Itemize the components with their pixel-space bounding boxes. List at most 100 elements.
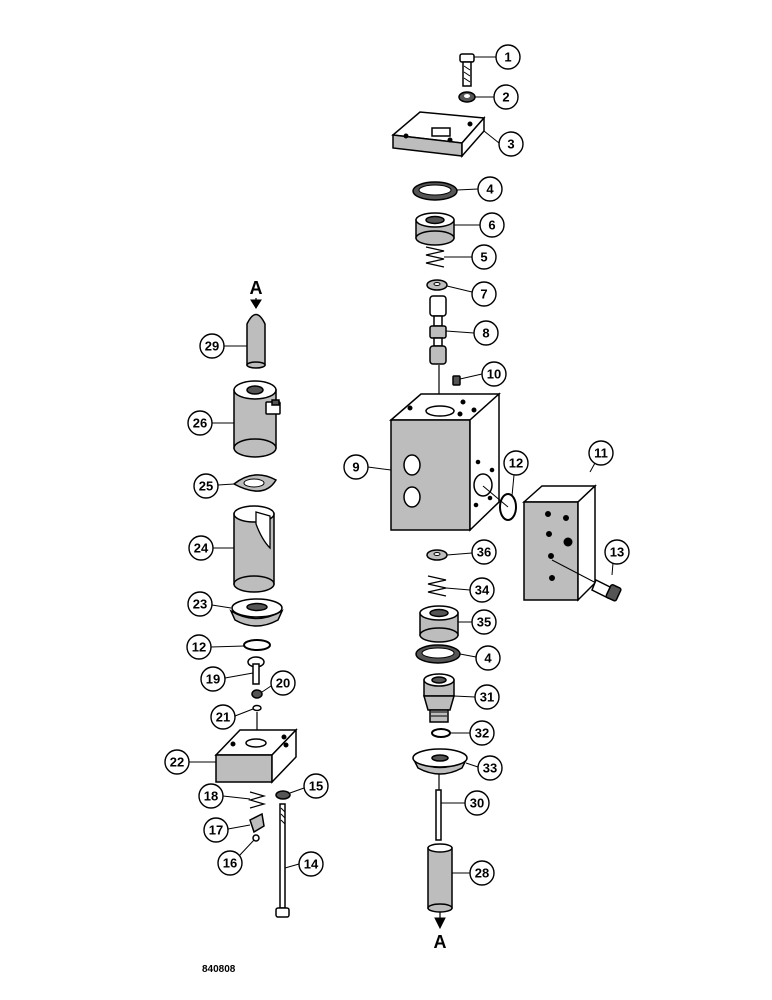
callout-18: 18 [198, 783, 224, 809]
callout-6: 6 [479, 212, 505, 238]
svg-text:23: 23 [193, 597, 207, 612]
callout-8: 8 [473, 320, 499, 346]
svg-text:12: 12 [509, 456, 523, 471]
part-7-washer [426, 279, 448, 291]
callout-34: 34 [469, 577, 495, 603]
part-34-spring [427, 575, 447, 597]
part-2-washer [458, 91, 476, 103]
part-33-cap [412, 748, 468, 775]
part-4-seal-ring-lower [415, 644, 461, 664]
callout-4-upper: 4 [477, 176, 503, 202]
part-16-ring [252, 834, 260, 842]
part-12-o-ring-right [482, 485, 517, 521]
svg-text:11: 11 [594, 446, 608, 461]
continuation-marker-bottom: A [434, 932, 447, 952]
part-25-wave-washer [232, 474, 278, 492]
svg-text:10: 10 [487, 367, 501, 382]
svg-text:19: 19 [206, 672, 220, 687]
callout-33: 33 [477, 755, 503, 781]
svg-text:30: 30 [470, 796, 484, 811]
svg-text:20: 20 [276, 676, 290, 691]
svg-text:34: 34 [475, 583, 490, 598]
part-3-cover-plate [391, 111, 486, 158]
part-36-washer [426, 549, 448, 561]
part-1-bolt [459, 53, 475, 87]
callout-23: 23 [187, 591, 213, 617]
part-6-bushing [415, 212, 455, 246]
svg-text:28: 28 [475, 866, 489, 881]
svg-text:2: 2 [502, 90, 509, 105]
callout-29: 29 [199, 333, 225, 359]
svg-text:14: 14 [304, 857, 319, 872]
svg-text:18: 18 [204, 789, 218, 804]
callout-5: 5 [471, 244, 497, 270]
callout-31: 31 [474, 684, 500, 710]
callout-21: 21 [210, 704, 236, 730]
callout-7: 7 [471, 281, 497, 307]
callout-3: 3 [498, 131, 524, 157]
part-23-cap [229, 598, 284, 627]
callout-12-right: 12 [503, 450, 529, 476]
svg-text:4: 4 [486, 182, 494, 197]
callout-11: 11 [588, 440, 614, 466]
svg-text:8: 8 [482, 326, 489, 341]
continuation-marker-top: A [250, 278, 263, 298]
svg-text:36: 36 [477, 545, 491, 560]
callout-1: 1 [495, 44, 521, 70]
part-17-plug [249, 812, 265, 834]
svg-text:17: 17 [209, 823, 223, 838]
callout-30: 30 [464, 790, 490, 816]
callout-25: 25 [193, 473, 219, 499]
part-5-spring [425, 246, 445, 268]
part-15-washer [275, 790, 291, 800]
svg-text:1: 1 [504, 50, 511, 65]
part-31-fitting [423, 673, 455, 723]
callout-13: 13 [604, 539, 630, 565]
callout-4-lower: 4 [475, 645, 501, 671]
part-19-plunger [247, 656, 265, 685]
svg-text:5: 5 [480, 250, 487, 265]
part-28-tube [427, 843, 453, 930]
callout-35: 35 [471, 609, 497, 635]
svg-text:24: 24 [194, 541, 209, 556]
callout-2: 2 [493, 84, 519, 110]
callout-15: 15 [303, 773, 329, 799]
part-30-pin [435, 789, 442, 841]
svg-text:33: 33 [483, 761, 497, 776]
part-11-side-plate [522, 484, 597, 602]
part-9-valve-body [388, 392, 501, 532]
callout-9: 9 [343, 454, 369, 480]
svg-text:13: 13 [610, 545, 624, 560]
callout-16: 16 [217, 850, 243, 876]
part-22-base-plate [214, 728, 298, 784]
svg-text:16: 16 [223, 856, 237, 871]
part-29-pin [246, 313, 266, 369]
part-13-screw [551, 559, 622, 602]
part-8-spool [429, 295, 447, 365]
svg-text:15: 15 [309, 779, 323, 794]
callout-26: 26 [187, 410, 213, 436]
svg-text:7: 7 [480, 287, 487, 302]
svg-text:32: 32 [475, 726, 489, 741]
part-4-seal-ring-upper [412, 181, 458, 201]
part-14-long-bolt [275, 803, 290, 918]
svg-text:26: 26 [193, 416, 207, 431]
svg-text:35: 35 [477, 615, 491, 630]
part-21-o-ring [252, 704, 262, 712]
callout-17: 17 [203, 817, 229, 843]
callout-19: 19 [200, 666, 226, 692]
callout-28: 28 [469, 860, 495, 886]
callout-14: 14 [298, 851, 324, 877]
drawing-number: 840808 [202, 964, 236, 975]
svg-text:21: 21 [216, 710, 230, 725]
part-12-o-ring-left [243, 639, 271, 651]
callout-20: 20 [270, 670, 296, 696]
part-26-solenoid-coil [233, 380, 281, 458]
part-35-bushing [419, 605, 459, 643]
svg-text:9: 9 [352, 460, 359, 475]
part-18-spring [247, 791, 267, 809]
svg-text:6: 6 [488, 218, 495, 233]
callout-22: 22 [164, 749, 190, 775]
part-10-plug [452, 375, 461, 386]
